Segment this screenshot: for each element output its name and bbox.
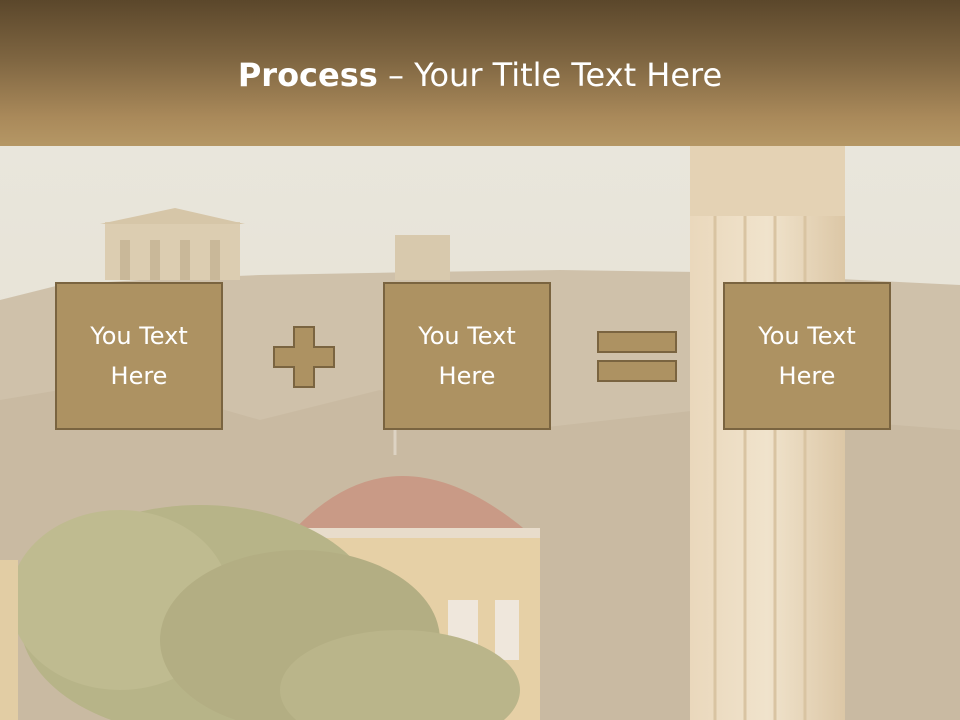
process-box-3-text: You Text Here (758, 322, 856, 390)
column (690, 146, 845, 720)
process-box-2-text: You Text Here (418, 322, 516, 390)
process-box-3[interactable]: You Text Here (723, 282, 891, 430)
temple (100, 208, 450, 280)
process-box-1[interactable]: You Text Here (55, 282, 223, 430)
process-box-2[interactable]: You Text Here (383, 282, 551, 430)
title-bar: Process – Your Title Text Here (0, 0, 960, 146)
plus-icon (273, 326, 335, 388)
tree (10, 505, 520, 720)
title-bold: Process (237, 56, 378, 94)
equals-icon (597, 331, 677, 382)
slide-title: Process – Your Title Text Here (0, 52, 960, 98)
title-text: – Your Title Text Here (377, 56, 723, 94)
process-box-1-text: You Text Here (90, 322, 188, 390)
